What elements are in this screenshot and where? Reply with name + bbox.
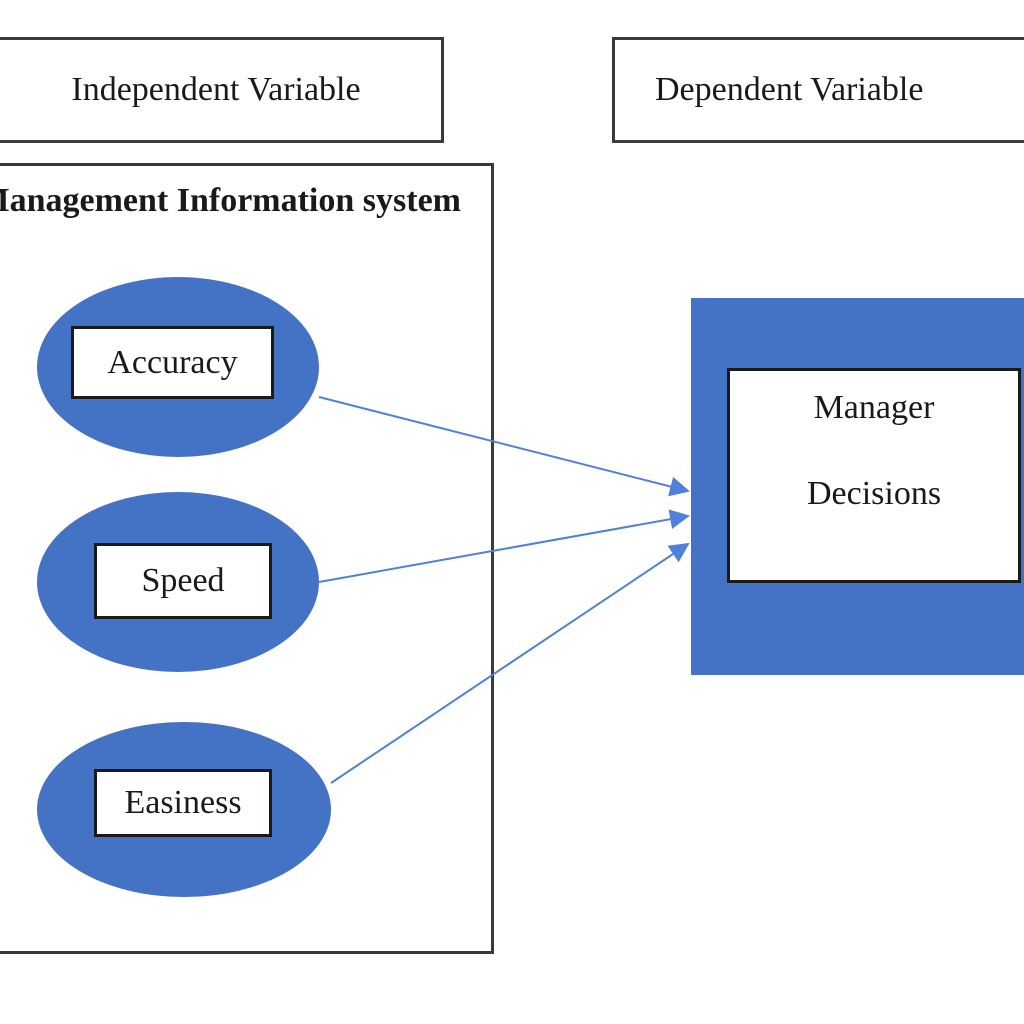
independent-variable-label: Independent Variable <box>71 71 361 108</box>
manager-decisions-line1: Manager <box>813 389 935 426</box>
dependent-variable-box: Dependent Variable <box>612 37 1024 143</box>
speed-label: Speed <box>94 543 272 619</box>
accuracy-label: Accuracy <box>71 326 274 399</box>
easiness-label: Easiness <box>94 769 272 837</box>
manager-decisions-box: Manager Decisions <box>727 368 1021 583</box>
independent-variable-box: Independent Variable <box>0 37 444 143</box>
mis-panel-title: Management Information system <box>0 182 461 219</box>
dependent-variable-label: Dependent Variable <box>655 71 924 108</box>
manager-decisions-line2: Decisions <box>806 475 942 512</box>
